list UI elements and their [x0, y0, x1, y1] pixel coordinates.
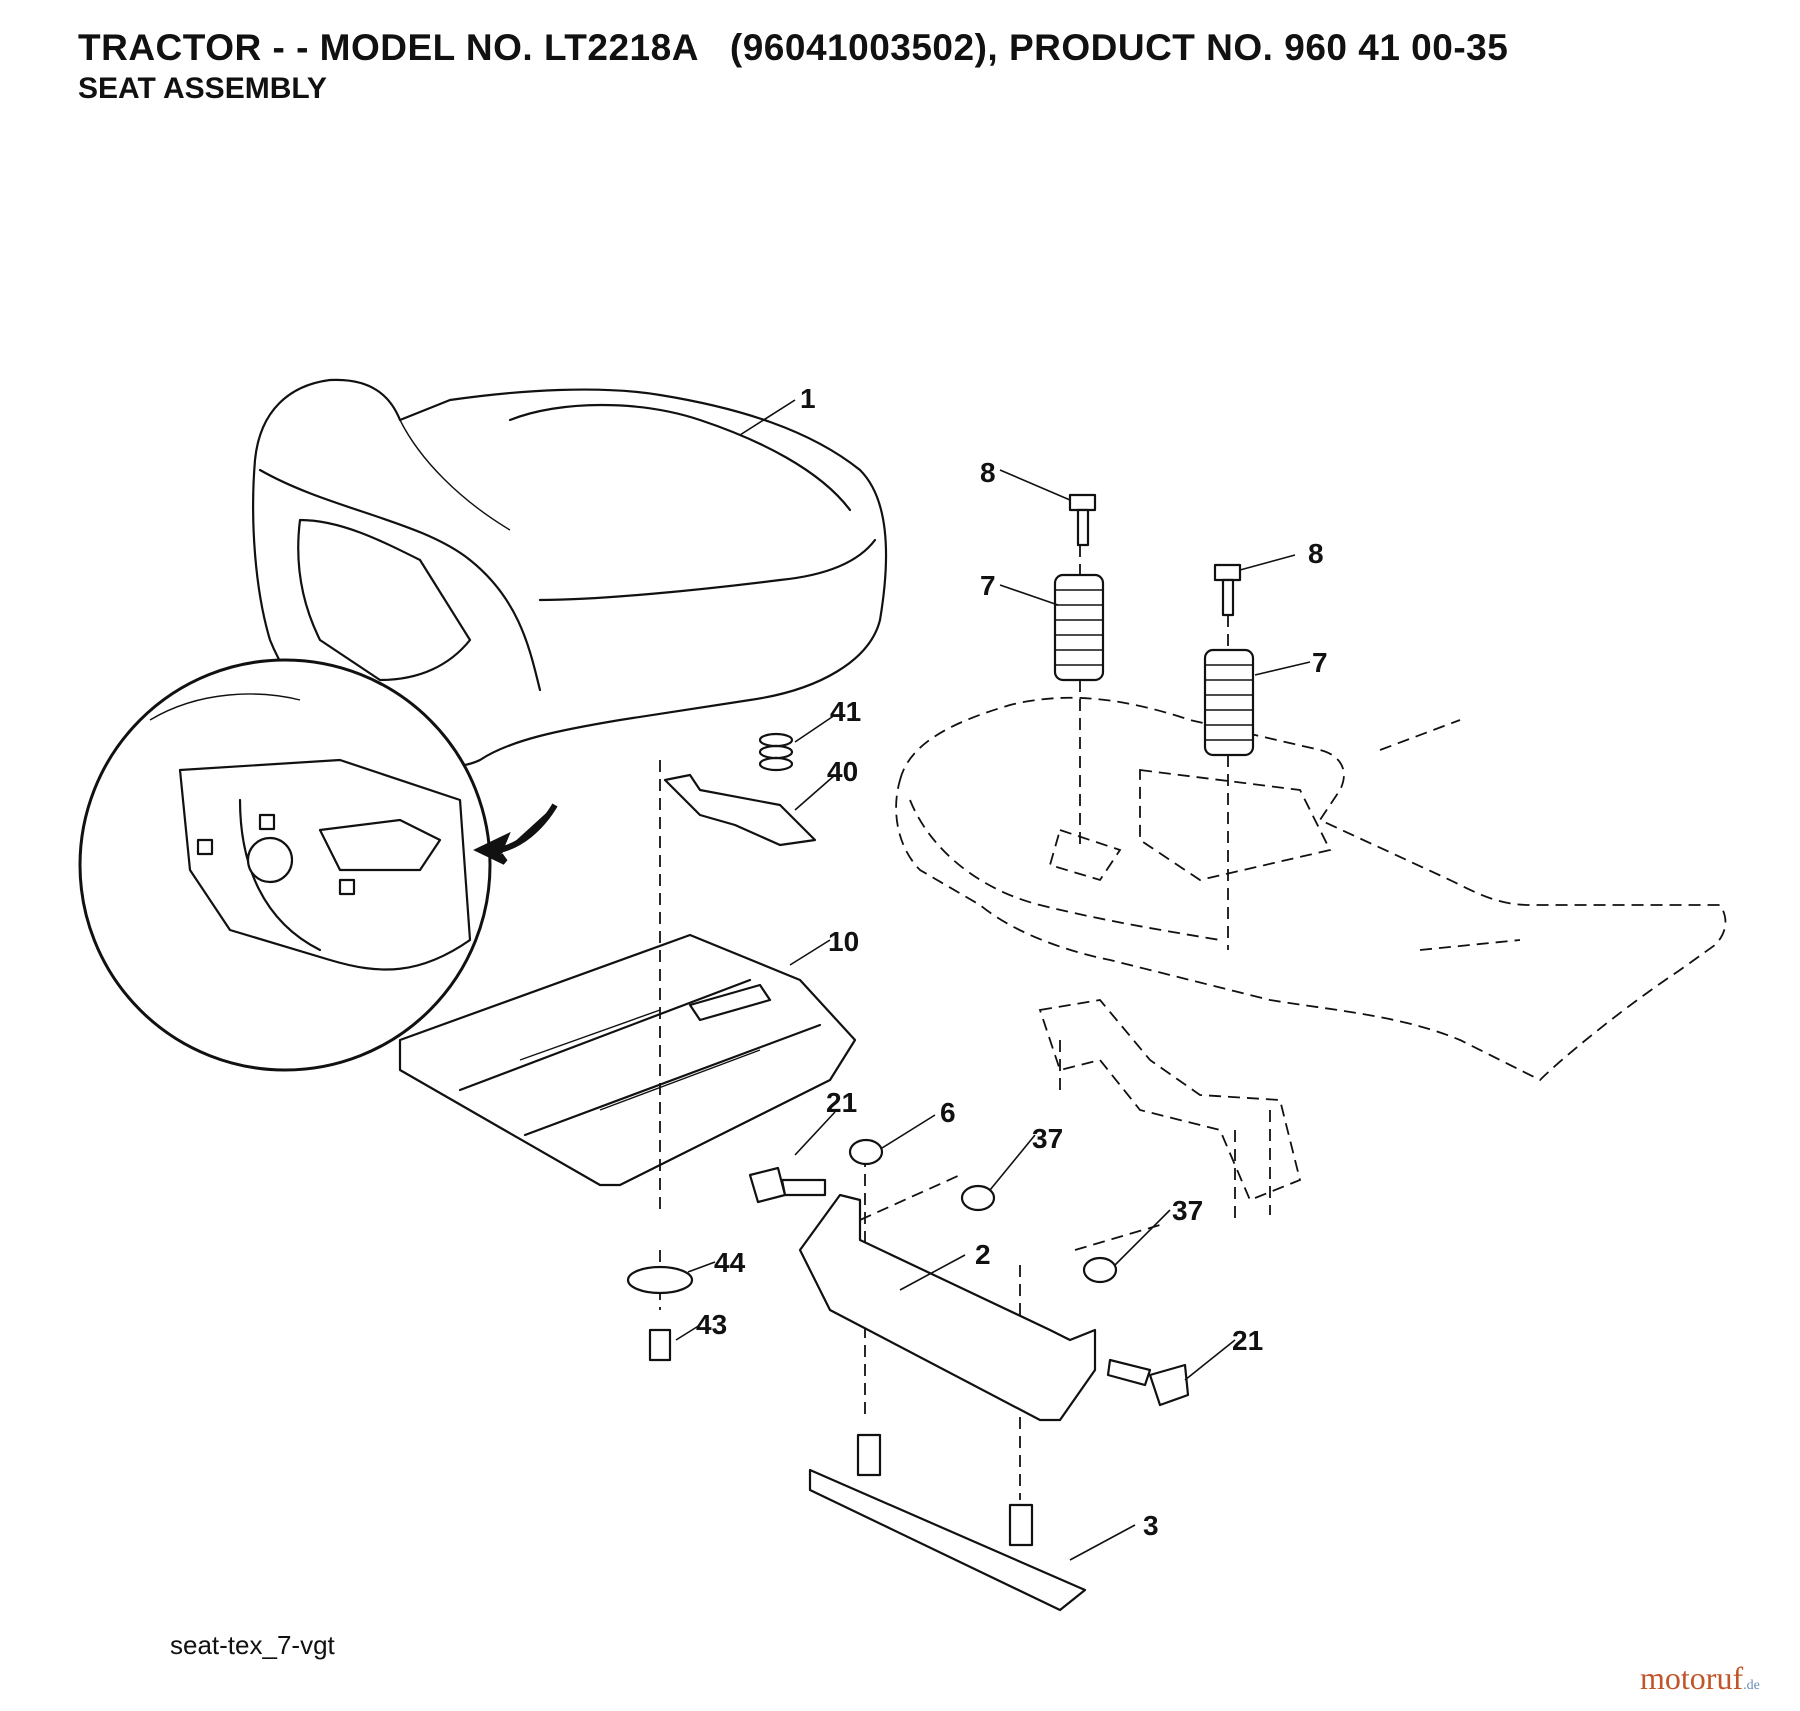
- watermark-suffix: .de: [1743, 1678, 1760, 1693]
- bolt-8-right: [1213, 563, 1242, 617]
- diagram-header: TRACTOR - - MODEL NO. LT2218A (960410035…: [78, 26, 1508, 108]
- detail-arrow: [473, 803, 558, 865]
- callout-37-lower: 37: [1172, 1195, 1203, 1226]
- callout-44: 44: [714, 1247, 746, 1278]
- callout-40: 40: [827, 756, 858, 787]
- seat-switch-bracket: [663, 773, 817, 847]
- callout-3: 3: [1143, 1510, 1159, 1541]
- diagram-title: TRACTOR - - MODEL NO. LT2218A (960410035…: [78, 27, 1509, 68]
- watermark-main: motoruf: [1640, 1660, 1744, 1696]
- callout-21-right: 21: [1232, 1325, 1263, 1356]
- screw-43: [648, 1328, 672, 1362]
- nut-6: [848, 1138, 884, 1166]
- seat-pan: [398, 933, 857, 1187]
- callout-2: 2: [975, 1239, 991, 1270]
- mounting-plate: [808, 1433, 1087, 1612]
- spring-7-left: [1053, 573, 1105, 682]
- watermark-logo: motoruf.de: [1640, 1660, 1760, 1697]
- tractor-frame-outline: [895, 696, 1727, 1220]
- callout-7-right: 7: [1312, 647, 1328, 678]
- callout-leaders: [675, 399, 1311, 1561]
- callout-21-left: 21: [826, 1087, 857, 1118]
- callout-6: 6: [940, 1097, 956, 1128]
- callout-7-left: 7: [980, 570, 996, 601]
- diagram-subtitle: SEAT ASSEMBLY: [78, 72, 327, 105]
- washer-44: [626, 1265, 694, 1295]
- bolt-21-left: [748, 1166, 827, 1204]
- bolt-21-right: [1106, 1358, 1190, 1407]
- callout-labels: 1 8 8 7 7 41 40 10 21 6 37 37 44 2 43 21…: [696, 383, 1328, 1541]
- callout-1: 1: [800, 383, 816, 414]
- small-spring-part: [758, 732, 794, 772]
- seat-bracket: [798, 1193, 1097, 1422]
- callout-10: 10: [828, 926, 859, 957]
- detail-zoom-circle: [78, 658, 492, 1072]
- callout-43: 43: [696, 1309, 727, 1340]
- nut-37-upper: [960, 1184, 996, 1212]
- callout-37-upper: 37: [1032, 1123, 1063, 1154]
- bolt-8-left: [1068, 493, 1097, 547]
- spring-7-right: [1203, 648, 1255, 757]
- nut-37-lower: [1082, 1256, 1118, 1284]
- callout-8-right: 8: [1308, 538, 1324, 569]
- callout-41: 41: [830, 696, 861, 727]
- figure-id: seat-tex_7-vgt: [170, 1630, 335, 1660]
- callout-8-left: 8: [980, 457, 996, 488]
